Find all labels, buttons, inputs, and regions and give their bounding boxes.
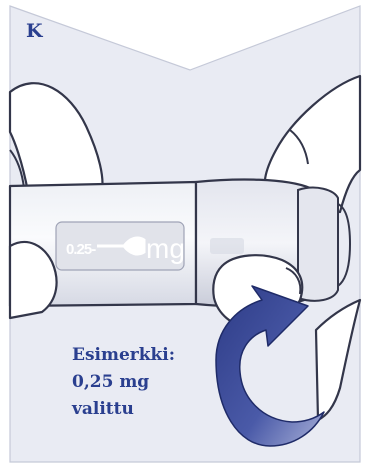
- pen-end: [297, 186, 339, 302]
- panel-letter: K: [26, 20, 43, 42]
- curved-arrow-icon: [215, 285, 325, 447]
- caption-line-3: valittu: [72, 399, 134, 419]
- dose-pointer: [97, 236, 146, 256]
- caption-line-2: 0,25 mg: [72, 372, 150, 392]
- right-hand-lower: [314, 298, 362, 422]
- dose-caption: Esimerkki: 0,25 mg valittu: [72, 342, 222, 423]
- right-hand-upper: [263, 74, 362, 214]
- left-hand-upper: [8, 82, 104, 194]
- left-hand-lower: [8, 240, 58, 320]
- caption-line-1: Esimerkki:: [72, 345, 176, 365]
